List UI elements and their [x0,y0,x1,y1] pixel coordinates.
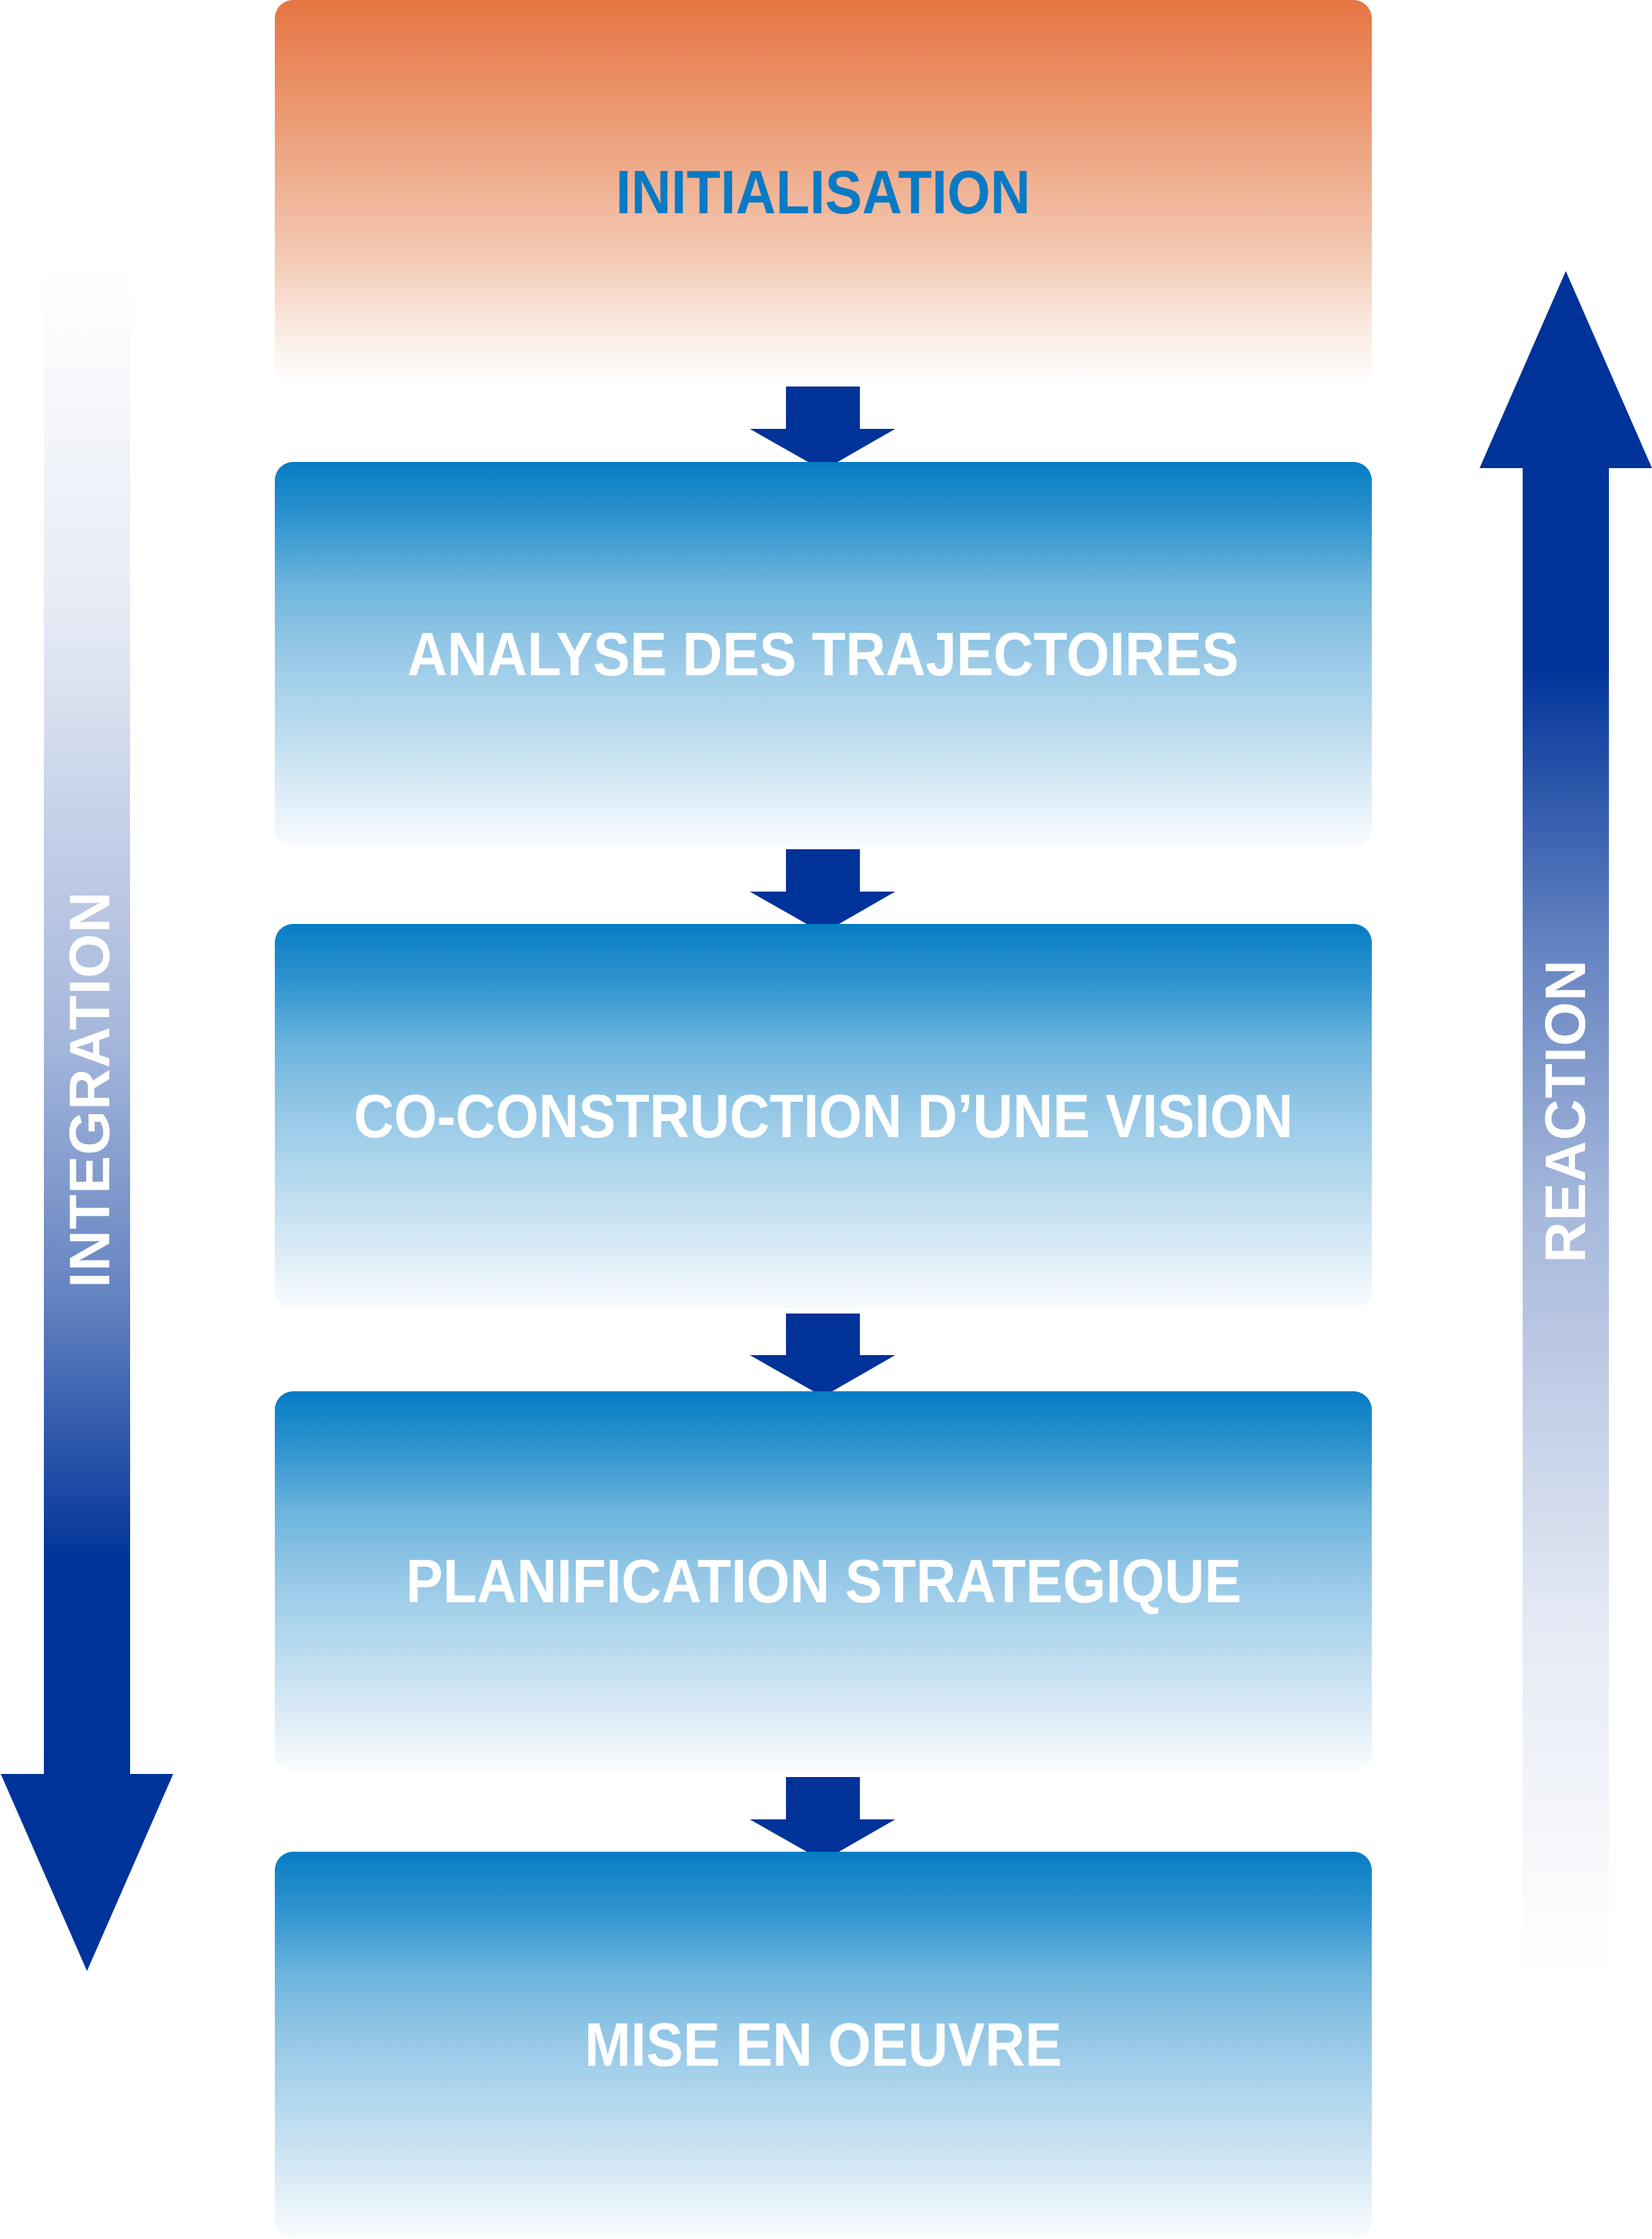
connector-arrow-down-icon [750,1314,895,1397]
step-label: PLANIFICATION STRATEGIQUE [405,1546,1242,1615]
step-label: ANALYSE DES TRAJECTOIRES [407,620,1239,688]
step-analyse-trajectoires: ANALYSE DES TRAJECTOIRES [275,462,1372,847]
connector-arrow-down-icon [750,387,895,470]
reaction-label: REACTION [1533,959,1597,1263]
step-mise-en-oeuvre: MISE EN OEUVRE [275,1852,1372,2238]
reaction-arrow-up-icon [1480,271,1652,1973]
integration-label: INTEGRATION [58,891,122,1288]
step-initialisation: INITIALISATION [275,0,1372,385]
connector-arrow-down-icon [750,849,895,933]
step-label: CO-CONSTRUCTION D’UNE VISION [353,1082,1293,1150]
step-label: MISE EN OEUVRE [584,2010,1062,2079]
step-planification-strategique: PLANIFICATION STRATEGIQUE [275,1391,1372,1771]
step-co-construction-vision: CO-CONSTRUCTION D’UNE VISION [275,924,1372,1309]
connector-arrow-down-icon [750,1777,895,1861]
integration-arrow-down-icon [1,269,173,1971]
step-label: INITIALISATION [616,158,1031,226]
